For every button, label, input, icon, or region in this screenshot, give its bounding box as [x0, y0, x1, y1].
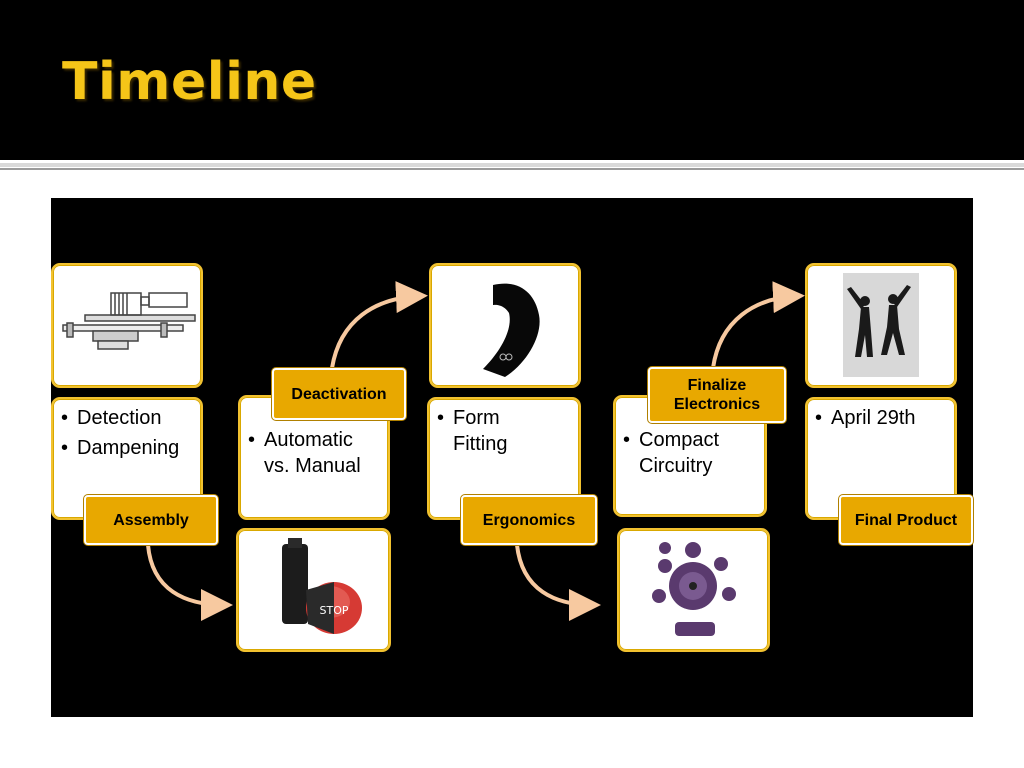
slide-title: Timeline: [62, 52, 317, 112]
title-divider-shadow: [0, 168, 1024, 170]
step-label-ergonomics: Ergonomics: [461, 495, 597, 545]
compression-sleeve-icon: [483, 283, 540, 377]
bullet-item: Compact Circuitry: [621, 427, 749, 479]
circuit-board-icon: [652, 542, 736, 636]
image-card-electronics: [617, 528, 770, 652]
arrow-electronics-to-product: [711, 281, 805, 369]
bullet-item: April 29th: [813, 405, 949, 431]
bullet-list-electronics: Compact Circuitry: [621, 427, 759, 479]
image-card-assembly: [51, 263, 203, 388]
arrow-ergonomics-to-circuit: [515, 544, 601, 621]
bullet-list-final-product: April 29th: [813, 405, 949, 431]
stop-text: STOP: [320, 604, 349, 617]
bullet-list-deactivation: Automatic vs. Manual: [246, 427, 382, 479]
mechanical-drawing-icon: [62, 292, 196, 350]
runners-silhouette-icon: [843, 273, 919, 377]
bullet-item: Form Fitting: [435, 405, 543, 457]
image-card-final-product: [805, 263, 957, 388]
step-label-final-product: Final Product: [839, 495, 973, 545]
arrow-deactivation-to-sleeve: [330, 281, 428, 369]
image-card-deactivation: STOP: [236, 528, 391, 652]
arrow-assembly-to-stop: [146, 544, 233, 621]
step-label-electronics: Finalize Electronics: [648, 367, 786, 423]
step-label-assembly: Assembly: [84, 495, 218, 545]
image-card-ergonomics: [429, 263, 581, 388]
step-label-deactivation: Deactivation: [272, 368, 406, 420]
title-divider: [0, 163, 1024, 167]
title-band: [0, 0, 1024, 160]
bullet-list-assembly: Detection Dampening: [59, 405, 195, 461]
bullet-item: Automatic vs. Manual: [246, 427, 382, 479]
bullet-list-ergonomics: Form Fitting: [435, 405, 573, 457]
bullet-item: Dampening: [59, 435, 195, 461]
bullet-item: Detection: [59, 405, 195, 431]
stop-button-icon: STOP: [282, 538, 362, 634]
